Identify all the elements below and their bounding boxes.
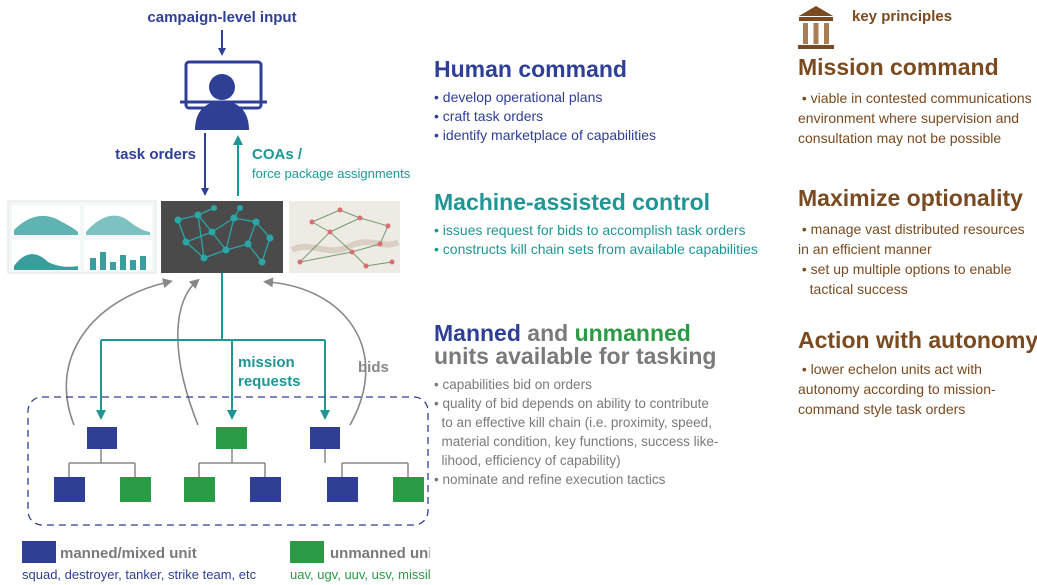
principle-line: consultation may not be possible <box>798 130 1002 146</box>
units-list: • capabilities bid on orders • quality o… <box>434 375 718 489</box>
principle-line: • viable in contested communications <box>798 90 1032 106</box>
human-command-section: Human command • develop operational plan… <box>434 56 656 145</box>
manned-unit <box>250 477 281 502</box>
legend-unmanned-examples: uav, ugv, uuv, usv, missile, satellite, … <box>290 567 430 582</box>
principle-line: • set up multiple options to enable <box>798 261 1012 277</box>
machine-control-section: Machine-assisted control • issues reques… <box>434 189 758 259</box>
unmanned-unit <box>184 477 215 502</box>
manned-unit <box>54 477 85 502</box>
coas-sub-label: force package assignments <box>252 166 411 181</box>
units-group-box <box>27 396 429 526</box>
monitor-user-icon <box>180 60 267 130</box>
dashboard-charts-icon <box>7 200 157 274</box>
mission-requests-label-1: mission <box>238 354 295 371</box>
list-item: • quality of bid depends on ability to c… <box>434 396 709 411</box>
human-command-title: Human command <box>434 56 627 82</box>
units-title-and: and <box>527 320 569 346</box>
unmanned-unit <box>120 477 151 502</box>
units-title-manned: Manned <box>434 320 521 346</box>
bid-arrow-1 <box>65 278 173 426</box>
list-item: • constructs kill chain sets from availa… <box>434 241 758 257</box>
units-section: Manned and unmanned units available for … <box>434 321 718 489</box>
machine-control-list: • issues request for bids to accomplish … <box>434 221 758 259</box>
principle-line: • lower echelon units act with <box>798 361 982 377</box>
legend-manned-swatch <box>22 541 56 563</box>
principle-line: in an efficient manner <box>798 241 932 257</box>
bids-label: bids <box>358 359 389 376</box>
principle-title: Action with autonomy <box>798 327 1037 353</box>
mission-request-lines <box>96 273 330 420</box>
legend-unmanned-label: unmanned unit <box>330 545 430 562</box>
legend-manned-examples: squad, destroyer, tanker, strike team, e… <box>22 567 257 582</box>
principle-mission-command: Mission command • viable in contested co… <box>798 54 1032 148</box>
manned-unit <box>87 427 117 449</box>
unmanned-unit <box>216 427 247 449</box>
workflow-diagram: campaign-level input task orders COAs / … <box>7 9 430 582</box>
manned-unit <box>327 477 358 502</box>
units-title-line2: units available for tasking <box>434 343 717 369</box>
coas-label: COAs / <box>252 146 303 163</box>
campaign-input-label: campaign-level input <box>147 9 296 26</box>
temple-icon <box>798 6 834 49</box>
list-item: • issues request for bids to accomplish … <box>434 222 746 238</box>
key-principles-header: key principles <box>852 8 953 25</box>
legend-unmanned-swatch <box>290 541 324 563</box>
map-network-icon <box>289 201 400 273</box>
principle-line: tactical success <box>798 281 908 297</box>
principle-line: • manage vast distributed resources <box>798 221 1025 237</box>
manned-unit <box>310 427 340 449</box>
principle-line: command style task orders <box>798 401 966 417</box>
principle-action-autonomy: Action with autonomy • lower echelon uni… <box>798 327 1037 419</box>
machine-control-title: Machine-assisted control <box>434 189 711 215</box>
units-title: Manned and unmanned <box>434 321 718 345</box>
list-item: lihood, efficiency of capability) <box>434 453 621 468</box>
list-item: • develop operational plans <box>434 89 603 105</box>
principle-line: autonomy according to mission- <box>798 381 996 397</box>
units-title-unmanned: unmanned <box>574 320 691 346</box>
legend-manned-label: manned/mixed unit <box>60 545 197 562</box>
human-command-list: • develop operational plans • craft task… <box>434 88 656 145</box>
task-orders-label: task orders <box>115 146 196 163</box>
unmanned-unit <box>393 477 424 502</box>
unit-hierarchy-lines <box>68 449 409 477</box>
network-graph-icon <box>161 201 283 273</box>
list-item: • craft task orders <box>434 108 544 124</box>
principle-title: Maximize optionality <box>798 185 1023 211</box>
principle-title: Mission command <box>798 54 999 80</box>
bid-arrow-2 <box>177 278 200 426</box>
list-item: • nominate and refine execution tactics <box>434 472 666 487</box>
list-item: • identify marketplace of capabilities <box>434 127 657 143</box>
bid-arrow-3 <box>263 277 367 426</box>
list-item: material condition, key functions, succe… <box>434 434 719 449</box>
principle-line: environment where supervision and <box>798 110 1020 126</box>
list-item: to an effective kill chain (i.e. proximi… <box>434 415 712 430</box>
mission-requests-label-2: requests <box>238 373 301 390</box>
list-item: • capabilities bid on orders <box>434 377 592 392</box>
principle-maximize-optionality: Maximize optionality • manage vast distr… <box>798 185 1025 299</box>
